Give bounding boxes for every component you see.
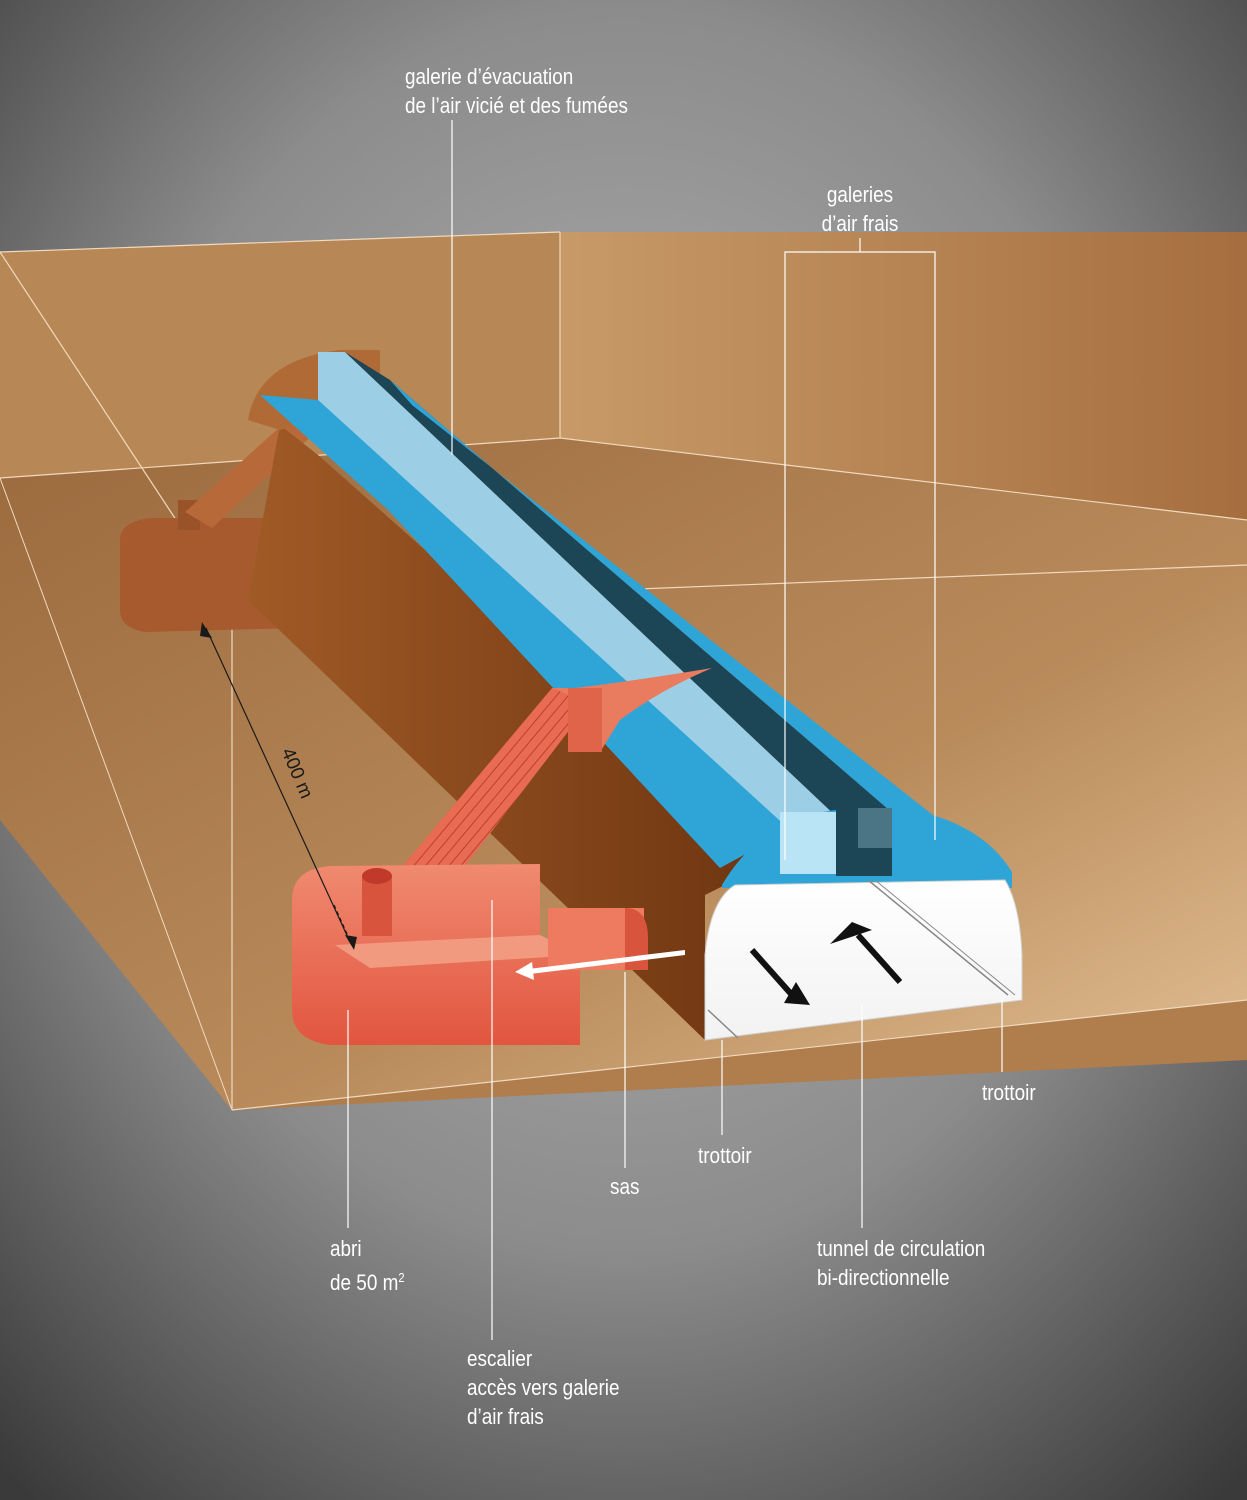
label-fresh-air-line1: galeries	[826, 182, 894, 207]
label-smoke-gallery: galerie d’évacuation de l’air vicié et d…	[405, 62, 628, 120]
label-sidewalk-right-text: trottoir	[982, 1080, 1036, 1105]
label-airlock-text: sas	[610, 1174, 640, 1199]
evacuation-arrow	[520, 950, 685, 975]
label-stairs-line3: d’air frais	[467, 1404, 544, 1429]
label-smoke-line2: de l’air vicié et des fumées	[405, 93, 628, 118]
distance-arrow-top	[200, 622, 212, 638]
label-sidewalk-right: trottoir	[982, 1078, 1036, 1107]
soil-edge	[559, 437, 1247, 521]
label-traffic-tunnel: tunnel de circulation bi-directionnelle	[817, 1234, 985, 1292]
near-shaft	[362, 876, 392, 936]
label-smoke-line1: galerie d’évacuation	[405, 64, 574, 89]
lane-divider	[874, 879, 1016, 996]
soil-edge	[231, 999, 1247, 1111]
label-tunnel-line1: tunnel de circulation	[817, 1236, 986, 1261]
fresh-air-left-light	[318, 352, 840, 830]
lane-arrow-up-head	[830, 922, 872, 944]
lane-arrow-up	[855, 933, 903, 984]
label-stairs-line1: escalier	[467, 1346, 533, 1371]
soil-back-wall	[560, 232, 1247, 520]
near-shaft-cap	[362, 868, 392, 884]
near-stairs-top-block	[568, 688, 602, 752]
label-shelter: abri de 50 m2	[330, 1234, 405, 1297]
near-shelter	[292, 668, 712, 1045]
label-stairs-line2: accès vers galerie	[467, 1375, 620, 1400]
label-shelter-sup: 2	[398, 1270, 405, 1285]
tunnel-side-wall	[248, 425, 775, 1040]
evacuation-arrow-head	[515, 962, 534, 980]
soil-front-floor	[0, 820, 1247, 1110]
distance-line	[205, 627, 351, 943]
label-sidewalk-left-text: trottoir	[698, 1143, 752, 1168]
fresh-air-left-lower	[300, 400, 790, 868]
distance-arrow-bottom	[345, 935, 357, 950]
near-shelter-top	[335, 935, 580, 968]
label-shelter-line2-wrap: de 50 m2	[330, 1263, 405, 1297]
sidewalk-line-left	[707, 1009, 739, 1039]
label-stairs: escalier accès vers galerie d’air frais	[467, 1344, 619, 1431]
label-sidewalk-left: trottoir	[698, 1141, 752, 1170]
near-airlock-cap	[625, 908, 648, 970]
label-shelter-line1: abri	[330, 1236, 362, 1261]
distance-marker	[200, 622, 357, 950]
exhaust-front-inner	[858, 808, 892, 848]
exhaust-gallery	[345, 352, 895, 820]
soil-edge	[0, 231, 561, 253]
label-fresh-air-line2: d’air frais	[821, 211, 899, 236]
label-tunnel-line2: bi-directionnelle	[817, 1265, 950, 1290]
tunnel-top	[248, 350, 1012, 888]
traffic-tunnel-section	[704, 879, 1023, 1041]
fresh-air-front-left	[780, 812, 836, 874]
label-fresh-air: galeries d’air frais	[800, 180, 920, 238]
lane-arrow-down	[749, 948, 795, 997]
label-shelter-line2: de 50 m	[330, 1270, 399, 1295]
label-airlock: sas	[610, 1172, 639, 1201]
leader-lines	[347, 120, 1003, 1340]
soil-edge	[0, 477, 233, 1111]
lane-divider	[867, 879, 1009, 996]
lane-arrow-down-head	[784, 982, 810, 1005]
